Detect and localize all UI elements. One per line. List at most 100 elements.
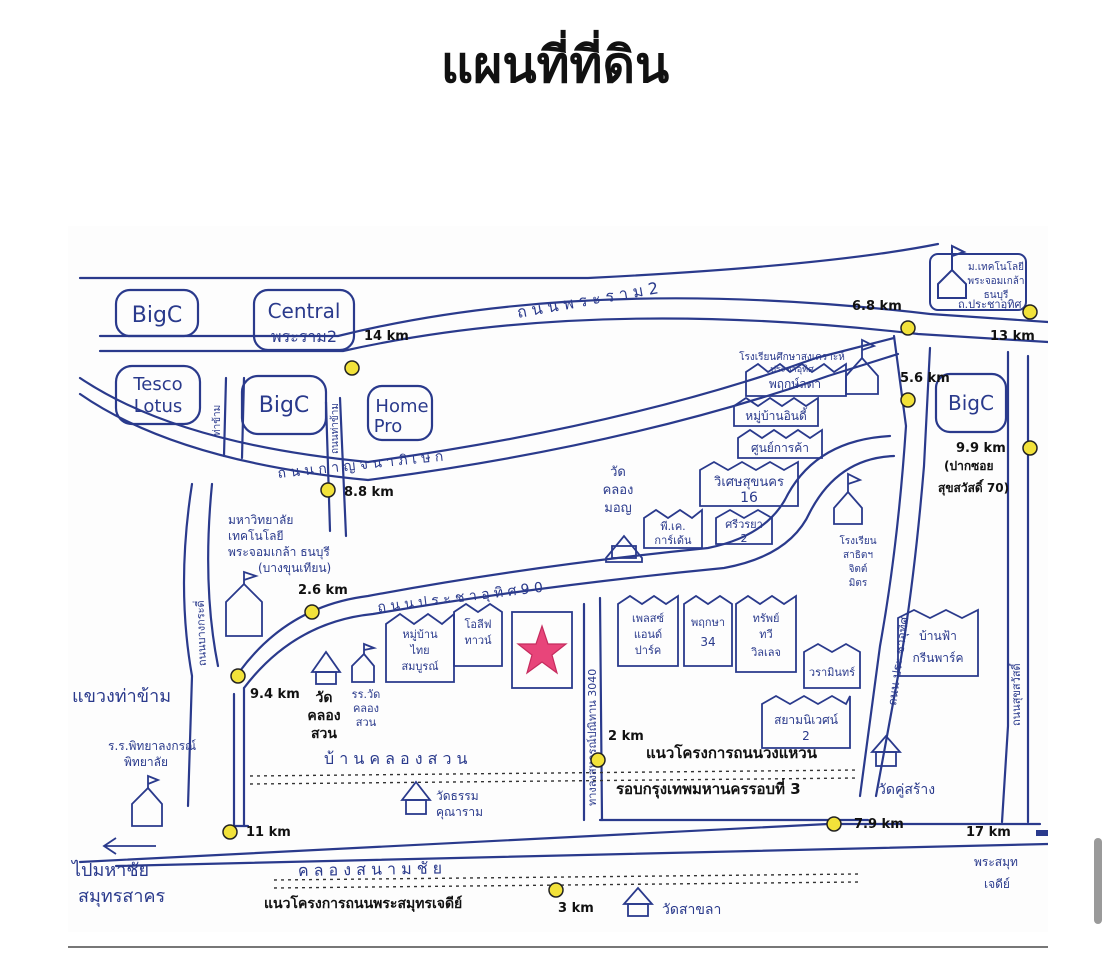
marker-7-9km bbox=[826, 816, 842, 832]
wat-khlong-mon-label-3: มอญ bbox=[604, 501, 631, 516]
paksoi-label-1: (ปากซอย bbox=[944, 459, 994, 473]
marker-3km bbox=[548, 882, 564, 898]
village-box-varamin bbox=[803, 642, 861, 689]
village-thanaphat-label-3: วิลเลจ bbox=[750, 646, 781, 659]
village-box-indy bbox=[733, 396, 819, 427]
village-indy-label: หมู่บ้านอินดี้ bbox=[745, 407, 808, 424]
paksoi-label-2: สุขสวัสดิ์ 70) bbox=[938, 479, 1009, 496]
arrow-left-icon bbox=[102, 837, 156, 855]
kmutt-top-flag bbox=[951, 244, 967, 270]
phra-samut-chedi-label-1: พระสมุท bbox=[974, 855, 1018, 870]
school-top-building bbox=[845, 338, 879, 395]
project-lines bbox=[249, 769, 859, 889]
village-pk-label-2: การ์เด้น bbox=[654, 534, 692, 547]
university-house bbox=[225, 582, 263, 637]
village-thai-label-3: สมบูรณ์ bbox=[401, 660, 438, 673]
chedi-project-line-2 bbox=[273, 881, 859, 889]
kanchanaphisek-bottom bbox=[78, 352, 900, 482]
pracha-uthit-90-road-label: ถ น น ป ร ะ ช า อุ ทิ ศ 9 0 bbox=[377, 580, 544, 616]
wat-saladaeng-body bbox=[627, 903, 649, 917]
school-khlong-suan-flag bbox=[363, 642, 378, 654]
thakham-road-label: ถนนท่าข้าม bbox=[329, 403, 341, 454]
school-top-label-1: โรงเรียนศึกษาสงเคราะห์ bbox=[739, 350, 845, 363]
wat-thammakunaram-body bbox=[405, 799, 427, 815]
village-sriwaraya-label-1: ศรีวรยา bbox=[725, 518, 763, 531]
school-phitthaya-building bbox=[131, 774, 163, 827]
store-boxes bbox=[114, 288, 1008, 442]
bigc-box-2 bbox=[240, 374, 328, 436]
wat-thammakunaram-label-1: วัดธรรม bbox=[436, 789, 479, 803]
university-building bbox=[225, 570, 263, 637]
school-mid-label-4: มิตร bbox=[849, 578, 868, 589]
canal-label: ค ล อ ง ส น า ม ชั ย bbox=[298, 858, 442, 880]
village-box-banfah bbox=[897, 608, 979, 677]
pracha-uthit-east-1 bbox=[858, 334, 908, 798]
wat-thammakunaram-icon bbox=[400, 780, 432, 815]
school-khlong-suan-icon bbox=[351, 642, 378, 683]
wat-khlong-mon-label-2: คลอง bbox=[603, 483, 634, 498]
village-box-pk bbox=[643, 508, 703, 549]
subject-land-star-icon bbox=[516, 624, 568, 675]
bigc-box-1 bbox=[114, 288, 200, 338]
tesco-box bbox=[114, 364, 202, 426]
wat-khlong-suan-body bbox=[315, 671, 337, 685]
wat-khlong-suan-label-2: คลอง bbox=[307, 708, 340, 724]
map-canvas: BigC Central พระราม2 Tesco Lotus BigC Ho… bbox=[70, 242, 1048, 918]
bigc-box-3 bbox=[934, 372, 1008, 434]
kmutt-top-frame bbox=[929, 253, 1027, 311]
phra-samut-chedi-label-2: เจดีย์ bbox=[984, 877, 1010, 891]
village-siam-label-1: สยามนิเวศน์ bbox=[774, 713, 838, 727]
village-banfah-label-2: กรีนพาร์ค bbox=[912, 651, 963, 665]
village-shopping-label: ศูนย์การค้า bbox=[751, 441, 809, 456]
village-pruksa34-label-2: 34 bbox=[700, 635, 715, 649]
school-top-house bbox=[845, 356, 879, 395]
distance-8-8km: 8.8 km bbox=[344, 485, 394, 500]
distance-2-6km: 2.6 km bbox=[298, 583, 348, 598]
distance-11km: 11 km bbox=[246, 825, 291, 840]
distance-13km: 13 km bbox=[990, 329, 1035, 344]
soi-3040-east bbox=[598, 596, 604, 822]
vertical-scrollbar[interactable] bbox=[1094, 838, 1102, 924]
wat-khlong-mon-body bbox=[611, 545, 637, 559]
soi-3040-label: ทางลงสหกรณ์ปณิทาน 3040 bbox=[586, 669, 599, 806]
pracha-uthit-east-2 bbox=[874, 346, 932, 798]
wat-khu-sang-label: วัดคู่สร้าง bbox=[878, 782, 935, 798]
marker-11km bbox=[222, 824, 238, 840]
distance-5-6km: 5.6 km bbox=[900, 371, 950, 386]
distance-17km: 17 km bbox=[966, 825, 1011, 840]
school-top-flag bbox=[861, 338, 877, 358]
subject-land-plot bbox=[511, 611, 573, 689]
marker-9-4km bbox=[230, 668, 246, 684]
thakham-road-2 bbox=[338, 396, 348, 538]
pracha-uthit-top-label: ถ.ประชาอุทิศ bbox=[958, 298, 1021, 311]
rama2-road-top bbox=[98, 297, 1048, 338]
university-label-1: มหาวิทยาลัย bbox=[228, 513, 293, 527]
to-mahachai-label-1: ไปมหาชัย bbox=[70, 859, 149, 881]
village-box-pruksa34 bbox=[683, 594, 733, 667]
village-pk-label-1: พี.เค. bbox=[660, 520, 685, 533]
homepro-label-1: Home bbox=[375, 396, 428, 417]
bang-kradi-label: ถนนบางกระดี่ bbox=[192, 600, 209, 666]
school-mid-label-2: สาธิตฯ bbox=[843, 550, 873, 561]
distance-6-8km: 6.8 km bbox=[852, 299, 902, 314]
to-mahachai-label-2: สมุทรสาคร bbox=[78, 886, 166, 907]
distance-9-9km: 9.9 km bbox=[956, 441, 1006, 456]
south-road-bottom bbox=[114, 842, 1048, 868]
village-pruksa-label: พฤกษ์ลดา bbox=[769, 377, 821, 391]
village-sriwaraya-label-2: 2 bbox=[741, 532, 748, 545]
road-lines bbox=[78, 242, 1048, 868]
distance-9-4km: 9.4 km bbox=[250, 687, 300, 702]
village-wiset-label: วิเศษสุขนคร bbox=[713, 475, 784, 490]
kmutt-top-label-3: ธนบุรี bbox=[984, 289, 1009, 301]
thakham-west-2 bbox=[207, 482, 220, 668]
school-phitthaya-house bbox=[131, 786, 163, 827]
distance-14km: 14 km bbox=[364, 329, 409, 344]
distance-3km: 3 km bbox=[558, 901, 594, 916]
university-label-4: (บางขุนเทียน) bbox=[258, 561, 331, 576]
village-thai-label-1: หมู่บ้าน bbox=[402, 628, 438, 641]
pracha-uthit-90-bottom bbox=[242, 454, 896, 690]
wat-thammakunaram-label-2: คุณาราม bbox=[436, 805, 483, 820]
samut-chedi-project-label: แนวโครงการถนนพระสมุทรเจดีย์ bbox=[264, 894, 462, 912]
village-varamin-label: วรามินทร์ bbox=[809, 666, 855, 679]
village-box-pleasant bbox=[617, 594, 679, 667]
